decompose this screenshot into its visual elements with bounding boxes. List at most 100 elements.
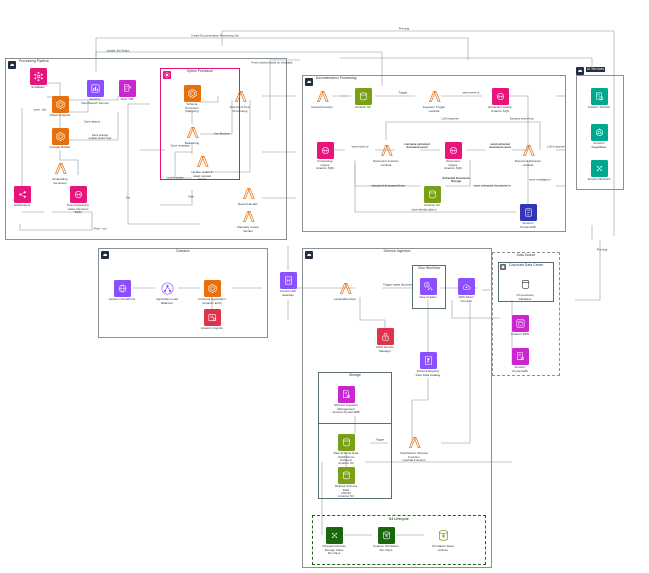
aws-cloud-badge [305,251,313,259]
lambda-icon [314,88,331,105]
aws-cloud-badge [576,67,584,75]
node-amazon-dynamodb-doc[interactable]: Amazon DynamoDB [505,204,551,229]
node-on-premises-database[interactable]: On-premises Database [502,276,548,301]
node-standardize-schema-fn[interactable]: Standardize Schema Function Lambda Funct… [391,434,437,462]
api-gateway-icon [279,272,297,289]
sqs-icon [69,186,87,203]
node-embedding-generator[interactable]: Embedding Generator [37,160,83,185]
database-icon [517,276,534,293]
node-label: Raw Schema Data (JSON/Avro/ Parquet) Ama… [333,451,359,466]
node-label: Amazon OpenSearch Service [81,97,109,105]
node-label: Schema Ingestion Management Amazon Dynam… [332,403,360,414]
node-amazon-textract[interactable]: Amazon Textract [576,88,622,110]
node-manually-review-handler[interactable]: Manually review handler [225,208,271,233]
node-document-extractor-lambda[interactable]: Document Extractor Lambda [505,142,551,167]
node-label: Amazon Cognito [200,326,224,331]
node-extraction-queue[interactable]: Extraction Queue Amazon SQS [477,88,523,113]
node-label: Frontend Application (Amazon ECS) [198,297,226,305]
node-s3-glacier[interactable]: Amazon S3 Glacier 90+ Days [363,527,409,552]
edge-label-send-extracted: send extracted document event [489,142,511,149]
rds-icon [511,315,529,332]
node-aws-direct-connect[interactable]: AWS Direct Connect [443,278,489,303]
node-lineage-builder[interactable]: Lineage Builder [37,128,83,150]
node-ingestion-trigger-lambda[interactable]: Ingestion Trigger Lambda [411,88,457,113]
node-document-queue[interactable]: Document Queue Amazon SQS [430,142,476,170]
node-amazon-api-gateway[interactable]: Amazon API Gateway [265,272,311,297]
node-amazon-s3-upload[interactable]: Amazon S3 [340,88,386,110]
node-frontend-application[interactable]: Frontend Application (Amazon ECS) [189,280,235,305]
node-schema-registry[interactable]: Schema Registry Glue Data Catalog [405,352,451,377]
node-amazon-dynamodb-src[interactable]: Amazon DynamoDB [497,348,543,373]
lambda-icon [52,160,69,177]
group-ai-services: AI Services [576,67,624,190]
node-label: Amazon DynamoDB [512,365,528,373]
glacier-deep-icon [435,527,452,544]
node-label: Glue Crawler [419,295,437,300]
node-reasoning[interactable]: Reasoning [169,124,215,146]
node-label: On-premises Database [516,293,534,301]
node-amazon-bedrock[interactable]: Amazon Bedrock [576,160,622,182]
node-schema-ingestion-mgmt[interactable]: Schema Ingestion Management Amazon Dynam… [323,386,369,414]
node-extracted-document-storage[interactable]: Amazon S3 [409,186,455,208]
aws-cloud-badge [305,78,313,86]
node-application-load-balancer[interactable]: Application Load Balancer [144,280,190,305]
dynamodb-mgmt-icon [511,348,529,365]
node-amazon-cloudfront[interactable]: Amazon CloudFront [99,280,145,302]
node-amazon-rds[interactable]: Amazon RDS [497,315,543,337]
node-label: Amazon API Gateway [279,289,297,297]
sagemaker-icon [590,124,608,141]
sqs-icon [444,142,462,159]
node-label: Update status & await manual review [191,170,213,181]
node-document-importer-lambda[interactable]: Document Importer Lambda [363,142,409,167]
node-raw-schema-data[interactable]: Raw Schema Data (JSON/Avro/ Parquet) Ama… [323,434,369,466]
node-label: Result Handler [238,202,258,207]
bedrock-icon [590,160,608,177]
node-opensearch[interactable]: Amazon OpenSearch Service [72,80,118,105]
node-label: Manually review handler [237,225,259,233]
node-document-post-processing[interactable]: Document Post Processing [217,88,263,113]
corporate-dc-badge [500,264,506,270]
node-result-handler[interactable]: Result Handler [225,185,271,207]
aws-cloud-badge [8,61,16,69]
node-update-status-manual[interactable]: Update status & await manual review [179,153,225,181]
node-amazon-cognito[interactable]: Amazon Cognito [189,309,235,331]
node-sqs-db[interactable]: SQS / DB [104,80,150,102]
node-lambda-function-schema[interactable]: LambdaFunction [322,280,368,302]
node-refined-schema-data[interactable]: Refined Schema Data (JSON) Amazon S3 [323,467,369,499]
edge-label-pre-sing-right: Pre-sing [596,248,608,252]
edge-label-out: Out [125,196,131,200]
node-label: Amazon RDS [510,332,529,337]
node-label: S3 Glacier Deep Archive [432,544,454,552]
group-title: Data Source [516,252,536,257]
node-label: Standardize Schema Function Lambda Funct… [400,451,428,462]
edge-label-send-event-to: send event to [462,91,480,95]
edge-label-extracted-doc-from: extracted document from [371,184,405,188]
node-post-processing-status[interactable]: Post-processing status (Amazon SQS) [55,186,101,214]
edge-label-extract-event-from: Extracts event from [509,117,535,121]
node-glacier-deep-archive[interactable]: S3 Glacier Deep Archive [420,527,466,552]
node-infrequent-access[interactable]: Infrequent Access Storage Class 30+ Days [311,527,357,555]
group-title: Option Processor [186,68,214,73]
node-amazon-sagemaker[interactable]: Amazon SageMaker [576,124,622,149]
textract-icon [590,88,608,105]
lambda-icon [378,142,395,159]
edge-label-update-job-status: Update Job Status [106,49,130,53]
node-label: Amazon Textract [587,105,611,110]
node-glue-crawler[interactable]: Glue Crawler [405,278,451,300]
node-schema-processor[interactable]: Schema Processor (Mapping) [169,85,215,113]
node-label: Amazon DynamoDB [520,221,536,229]
dynamodb-icon [519,204,537,221]
edge-label-store-metadata-in: store metadata in [529,178,551,182]
node-forwarding-queue[interactable]: Forwarding Queue Amazon SQS [302,142,348,170]
node-aws-secrets-manager[interactable]: AWS Secrets Manager [362,328,408,353]
node-object-analysis[interactable]: Object Analysis [37,96,83,118]
group-processing-pipeline: Processing Pipeline [5,58,287,240]
node-label: Amazon S3 Glacier 90+ Days [373,544,399,552]
node-label: Scheduler [31,85,45,90]
node-upload-function[interactable]: Upload Function [299,88,345,110]
node-label: Lineage Builder [49,145,71,150]
node-notifications[interactable]: Notifications [0,186,45,208]
node-scheduler[interactable]: Scheduler [15,68,61,90]
sns-icon [13,186,31,203]
